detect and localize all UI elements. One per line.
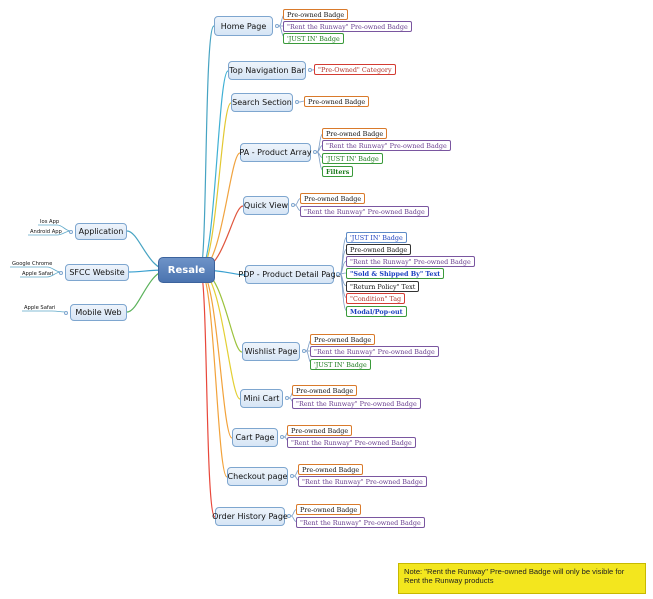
root-node-resale[interactable]: Resale <box>158 257 215 283</box>
connector-dot <box>285 396 289 400</box>
leaf-pre-owned-badge: Pre-owned Badge <box>322 128 388 139</box>
leaf-pre-owned-badge: Pre-owned Badge <box>296 504 362 515</box>
branch-sfcc-website[interactable]: SFCC Website <box>65 264 129 281</box>
leaf-rtr-pre-owned-badge: "Rent the Runway" Pre-owned Badge <box>292 398 421 409</box>
branch-cart-page[interactable]: Cart Page <box>232 428 278 447</box>
leaf-connector <box>339 273 348 312</box>
leaf-filters: Filters <box>322 166 354 177</box>
branch-connector <box>199 102 232 271</box>
branch-checkout-page[interactable]: Checkout page <box>227 467 288 486</box>
leaf-pre-owned-badge: Pre-owned Badge <box>310 334 376 345</box>
branch-quick-view[interactable]: Quick View <box>243 196 289 215</box>
source-apple-safari: Apple Safari <box>24 305 56 311</box>
connector-dot <box>275 24 279 28</box>
leaf-pre-owned-badge: Pre-owned Badge <box>304 96 370 107</box>
leaf-rtr-pre-owned-badge: "Rent the Runway" Pre-owned Badge <box>298 476 427 487</box>
leaf-rtr-pre-owned-badge: "Rent the Runway" Pre-owned Badge <box>322 140 451 151</box>
connector-dot <box>290 474 294 478</box>
source-ios-app: Ios App <box>40 219 60 225</box>
connector-dot <box>308 68 312 72</box>
branch-product-array[interactable]: PA - Product Array <box>239 143 312 162</box>
leaf-pre-owned-badge: Pre-owned Badge <box>287 425 353 436</box>
leaf-return-policy-text: "Return Policy" Text <box>346 281 420 292</box>
note-box: Note: "Rent the Runway" Pre-owned Badge … <box>398 563 646 594</box>
leaf-rtr-pre-owned-badge: "Rent the Runway" Pre-owned Badge <box>310 346 439 357</box>
branch-home-page[interactable]: Home Page <box>214 16 273 36</box>
source-connector <box>22 310 67 313</box>
source-android-app: Android App <box>30 229 62 235</box>
leaf-rtr-pre-owned-badge: "Rent the Runway" Pre-owned Badge <box>287 437 416 448</box>
branch-order-history-page[interactable]: Order History Page <box>212 507 288 526</box>
connector-dot <box>59 271 63 275</box>
leaf-rtr-pre-owned-badge: "Rent the Runway" Pre-owned Badge <box>283 21 412 32</box>
leaf-just-in-badge: 'JUST IN' Badge <box>283 33 344 44</box>
connector-dot <box>291 203 295 207</box>
leaf-just-in-badge: 'JUST IN' Badge <box>346 232 407 243</box>
leaf-pre-owned-category: "Pre-Owned" Category <box>314 64 396 75</box>
leaf-just-in-badge: 'JUST IN' Badge <box>322 153 383 164</box>
leaf-rtr-pre-owned-badge: "Rent the Runway" Pre-owned Badge <box>296 517 425 528</box>
branch-mobile-web[interactable]: Mobile Web <box>70 304 127 321</box>
source-apple-safari: Apple Safari <box>22 271 54 277</box>
branch-mini-cart[interactable]: Mini Cart <box>240 389 283 408</box>
branch-top-navigation-bar[interactable]: Top Navigation Bar <box>228 61 306 80</box>
leaf-just-in-badge: 'JUST IN' Badge <box>310 359 371 370</box>
leaf-pre-owned-badge: Pre-owned Badge <box>298 464 364 475</box>
branch-wishlist-page[interactable]: Wishlist Page <box>242 342 300 361</box>
connector-dot <box>69 230 73 234</box>
leaf-condition-tag: "Condition" Tag <box>346 293 406 304</box>
connector-dot <box>287 514 291 518</box>
connector-dot <box>64 311 68 315</box>
leaf-sold-shipped-by-text: "Sold & Shipped By" Text <box>346 268 445 279</box>
leaf-pre-owned-badge: Pre-owned Badge <box>300 193 366 204</box>
leaf-rtr-pre-owned-badge: "Rent the Runway" Pre-owned Badge <box>300 206 429 217</box>
leaf-modal-pop-out: Modal/Pop-out <box>346 306 407 317</box>
source-google-chrome: Google Chrome <box>12 261 53 267</box>
leaf-pre-owned-badge: Pre-owned Badge <box>283 9 349 20</box>
branch-product-detail-page[interactable]: PDP - Product Detail Page <box>238 265 341 284</box>
connector-dot <box>295 100 299 104</box>
connector-dot <box>302 349 306 353</box>
leaf-pre-owned-badge: Pre-owned Badge <box>346 244 412 255</box>
connector-dot <box>313 150 317 154</box>
connector-dot <box>280 435 284 439</box>
branch-application[interactable]: Application <box>75 223 127 240</box>
branch-search-section[interactable]: Search Section <box>231 93 293 112</box>
leaf-pre-owned-badge: Pre-owned Badge <box>292 385 358 396</box>
connector-dot <box>336 272 340 276</box>
leaf-rtr-pre-owned-badge: "Rent the Runway" Pre-owned Badge <box>346 256 475 267</box>
